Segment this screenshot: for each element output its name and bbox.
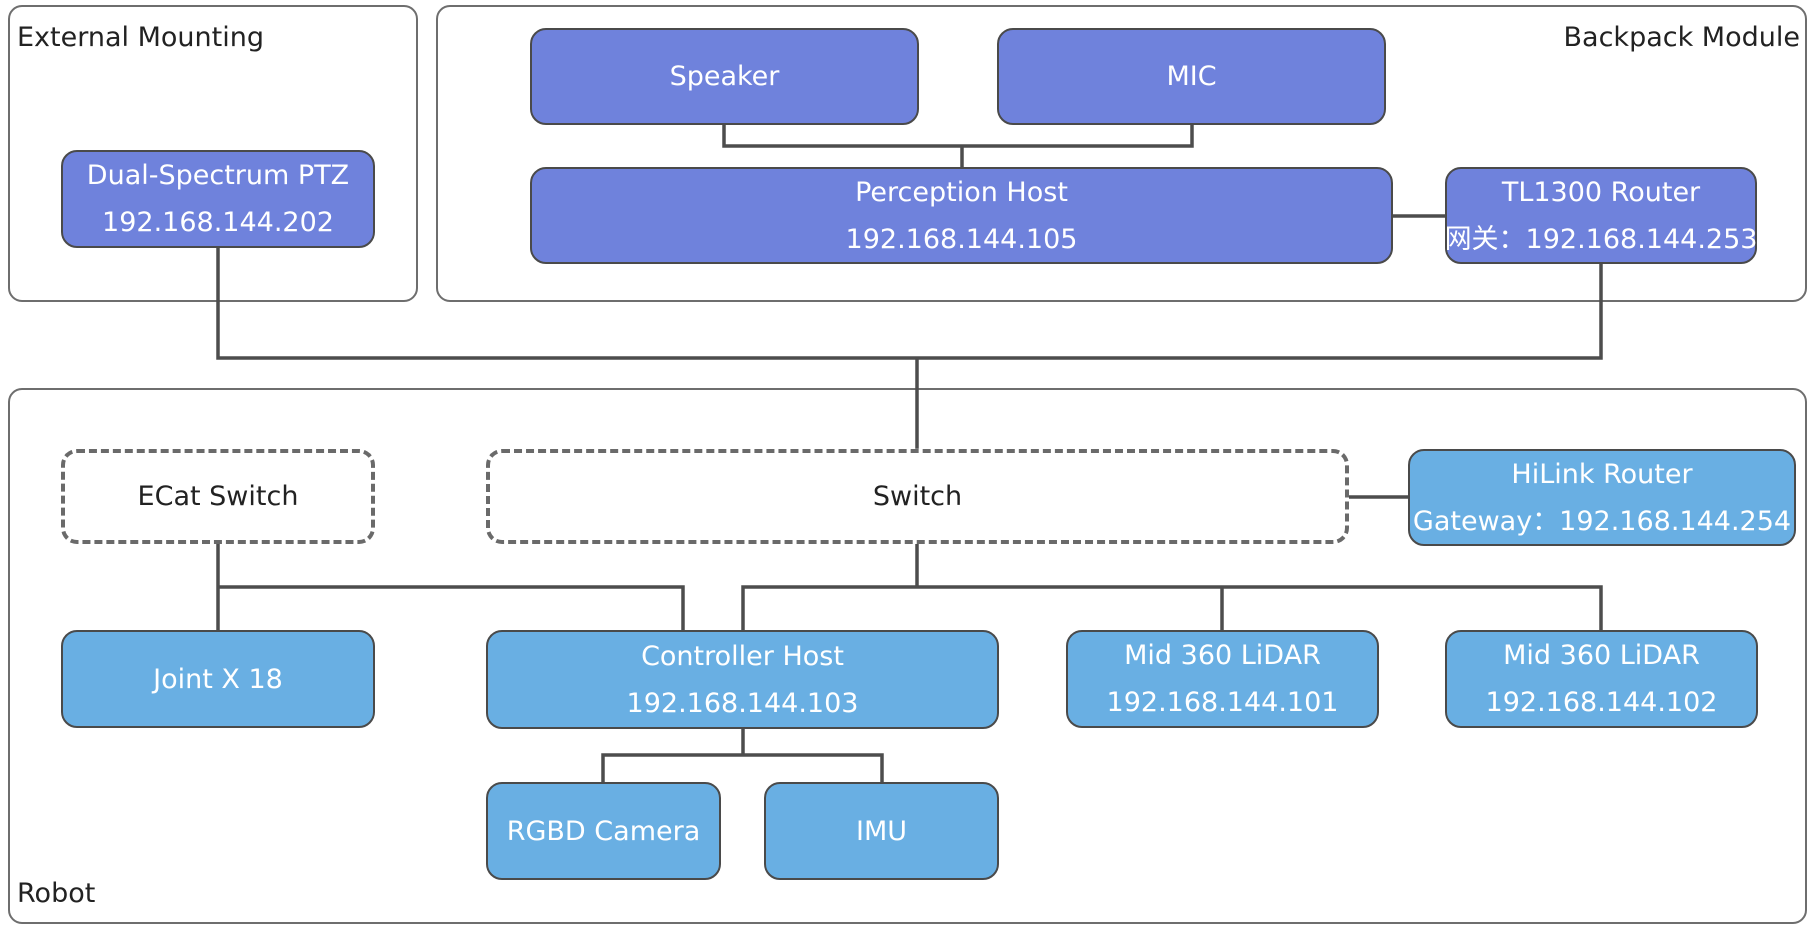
imu-node[interactable]: IMU — [764, 782, 999, 880]
node-name: Mid 360 LiDAR — [1124, 640, 1321, 671]
node-ip: 192.168.144.202 — [102, 207, 334, 238]
hilink-router-node[interactable]: HiLink Router Gateway：192.168.144.254 — [1408, 449, 1796, 546]
wire-speaker-mic-to-perception — [722, 123, 1194, 169]
backpack-module-label: Backpack Module — [1563, 22, 1800, 53]
wire-controller-to-camera-imu — [601, 727, 884, 784]
node-name: Switch — [872, 481, 963, 512]
node-ip: 192.168.144.103 — [626, 687, 859, 719]
tl1300-router-node[interactable]: TL1300 Router 网关：192.168.144.253 — [1445, 167, 1757, 264]
node-ip: 192.168.144.105 — [845, 223, 1078, 255]
wire-ptz-tl1300-to-switch — [216, 246, 1603, 449]
wire-group — [216, 123, 1603, 784]
external-mounting-group — [8, 5, 418, 302]
robot-label: Robot — [17, 878, 96, 909]
node-ip: 192.168.144.101 — [1106, 687, 1339, 718]
node-name: Speaker — [669, 61, 780, 92]
backpack-module-group — [436, 5, 1807, 302]
dual-spectrum-ptz-node[interactable]: Dual-Spectrum PTZ 192.168.144.202 — [61, 150, 375, 248]
lidar-node-1[interactable]: Mid 360 LiDAR 192.168.144.101 — [1066, 630, 1379, 728]
node-name: Controller Host — [641, 640, 844, 672]
mic-node[interactable]: MIC — [997, 28, 1386, 125]
lidar-node-2[interactable]: Mid 360 LiDAR 192.168.144.102 — [1445, 630, 1758, 728]
node-ip: Gateway：192.168.144.254 — [1412, 505, 1792, 537]
robot-group — [8, 388, 1807, 924]
node-ip: 192.168.144.102 — [1485, 687, 1718, 718]
node-name: Joint X 18 — [153, 663, 283, 695]
ecat-switch-node[interactable]: ECat Switch — [61, 449, 375, 544]
node-name: HiLink Router — [1511, 458, 1693, 490]
speaker-node[interactable]: Speaker — [530, 28, 919, 125]
external-mounting-label: External Mounting — [17, 22, 264, 53]
node-name: TL1300 Router — [1501, 176, 1701, 208]
wire-switch-to-devices — [741, 542, 1603, 632]
node-name: Mid 360 LiDAR — [1503, 640, 1700, 671]
switch-node[interactable]: Switch — [486, 449, 1349, 544]
controller-host-node[interactable]: Controller Host 192.168.144.103 — [486, 630, 999, 729]
node-name: ECat Switch — [137, 481, 299, 512]
node-name: Dual-Spectrum PTZ — [86, 160, 350, 191]
wire-ecat-to-joint-controller — [216, 542, 685, 632]
node-name: IMU — [855, 815, 908, 847]
perception-host-node[interactable]: Perception Host 192.168.144.105 — [530, 167, 1393, 264]
node-ip: 网关：192.168.144.253 — [1444, 223, 1758, 255]
joint-node[interactable]: Joint X 18 — [61, 630, 375, 728]
rgbd-camera-node[interactable]: RGBD Camera — [486, 782, 721, 880]
node-name: RGBD Camera — [506, 815, 701, 847]
node-name: MIC — [1166, 61, 1217, 92]
node-name: Perception Host — [855, 176, 1068, 208]
